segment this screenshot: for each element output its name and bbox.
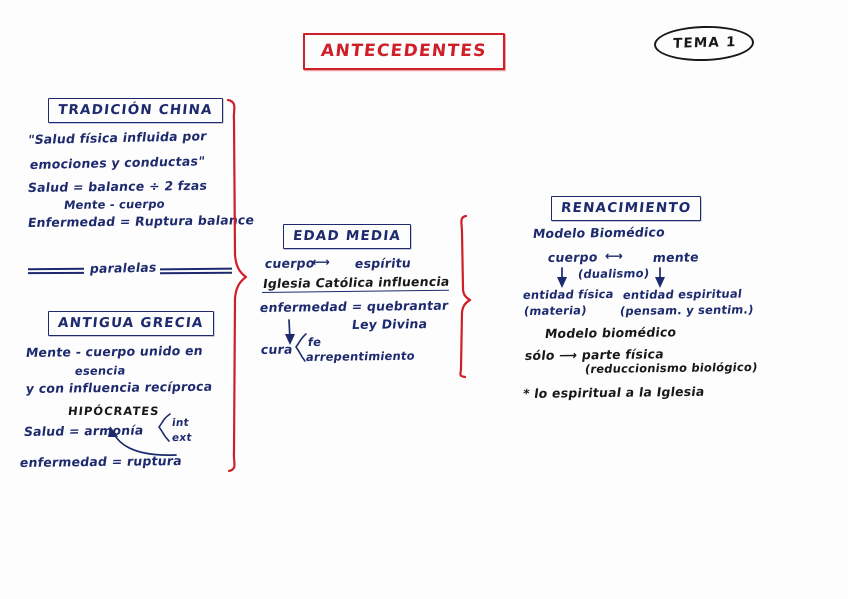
paralelas-line-left xyxy=(28,268,84,274)
renacimiento-note-line: * lo espiritual a la Iglesia xyxy=(522,383,706,402)
hipocrates-formula-enfermedad: enfermedad = ruptura xyxy=(19,453,183,471)
tradicion-china-line-5: Enfermedad = Ruptura balance xyxy=(27,212,256,231)
antigua-grecia-line-2: esencia xyxy=(74,363,127,379)
hipocrates-formula-salud: Salud = armonía xyxy=(23,422,145,440)
renacimiento-model-line-2: Modelo biomédico xyxy=(544,324,678,342)
antigua-grecia-line-1: Mente - cuerpo unido en xyxy=(25,342,204,361)
renacimiento-relation-left: cuerpo xyxy=(547,249,599,266)
renacimiento-entity-espiritual: entidad espiritual xyxy=(622,286,743,303)
page-title: ANTECEDENTES xyxy=(319,41,488,61)
hipocrates-branch-int: int xyxy=(171,416,190,430)
renacimiento-title: RENACIMIENTO xyxy=(560,200,693,216)
edad-media-relation-left: cuerpo xyxy=(264,255,316,272)
tradicion-china-line-1: "Salud física influida por xyxy=(26,128,208,148)
topic-badge-oval: TEMA 1 xyxy=(653,24,755,63)
section-header-tradicion-china: TRADICIÓN CHINA xyxy=(48,98,223,123)
edad-media-branch-bracket-icon xyxy=(295,333,307,362)
edad-media-arrow-line xyxy=(288,319,291,341)
edad-media-relation-arrow-icon: ⟷ xyxy=(312,254,331,269)
renacimiento-model-line: Modelo Biomédico xyxy=(532,224,666,242)
tradicion-china-line-2: emociones y conductas" xyxy=(28,153,206,173)
tradicion-china-line-4: Mente - cuerpo xyxy=(63,196,166,213)
edad-media-cure-branch-fe: fe xyxy=(307,334,323,350)
section-header-edad-media: EDAD MEDIA xyxy=(283,224,412,249)
edad-media-cure-label: cura xyxy=(260,341,294,358)
antigua-grecia-line-3: y con influencia recíproca xyxy=(25,378,214,397)
topic-badge-label: TEMA 1 xyxy=(672,34,737,52)
section-header-renacimiento: RENACIMIENTO xyxy=(551,196,702,221)
edad-media-iglesia-line: Iglesia Católica influencia xyxy=(261,273,451,294)
renacimiento-relation-right: mente xyxy=(652,249,700,266)
hipocrates-subheader: HIPÓCRATES xyxy=(67,404,161,418)
renacimiento-arrow-right-head-icon xyxy=(655,277,665,288)
edad-media-title: EDAD MEDIA xyxy=(292,228,402,244)
renacimiento-relation-arrow-icon: ⟷ xyxy=(605,248,624,263)
tradicion-china-title: TRADICIÓN CHINA xyxy=(57,102,214,118)
page-title-box: ANTECEDENTES xyxy=(303,33,505,70)
red-brace-left xyxy=(226,98,248,473)
renacimiento-entity-fisica-sub: (materia) xyxy=(523,303,588,319)
edad-media-cure-branch-arrepentimiento: arrepentimiento xyxy=(305,348,416,365)
antigua-grecia-title: ANTIGUA GRECIA xyxy=(57,315,205,331)
edad-media-relation-right: espíritu xyxy=(354,255,413,272)
hipocrates-branch-bracket-icon xyxy=(158,413,171,442)
renacimiento-only-line-sub: (reduccionismo biológico) xyxy=(584,359,759,377)
renacimiento-arrow-left-head-icon xyxy=(557,277,567,288)
tradicion-china-line-3: Salud = balance ÷ 2 fzas xyxy=(27,177,209,196)
renacimiento-dualism-label: (dualismo) xyxy=(577,266,651,282)
hipocrates-branch-ext: ext xyxy=(171,431,193,445)
paralelas-line-right xyxy=(160,268,232,274)
section-header-antigua-grecia: ANTIGUA GRECIA xyxy=(48,311,214,336)
renacimiento-entity-fisica: entidad física xyxy=(522,286,615,303)
renacimiento-entity-espiritual-sub: (pensam. y sentim.) xyxy=(619,302,755,319)
paralelas-label: paralelas xyxy=(88,259,158,277)
edad-media-illness-line: enfermedad = quebrantar xyxy=(259,297,450,316)
edad-media-illness-line-2: Ley Divina xyxy=(351,316,429,333)
red-brace-middle xyxy=(459,214,472,379)
